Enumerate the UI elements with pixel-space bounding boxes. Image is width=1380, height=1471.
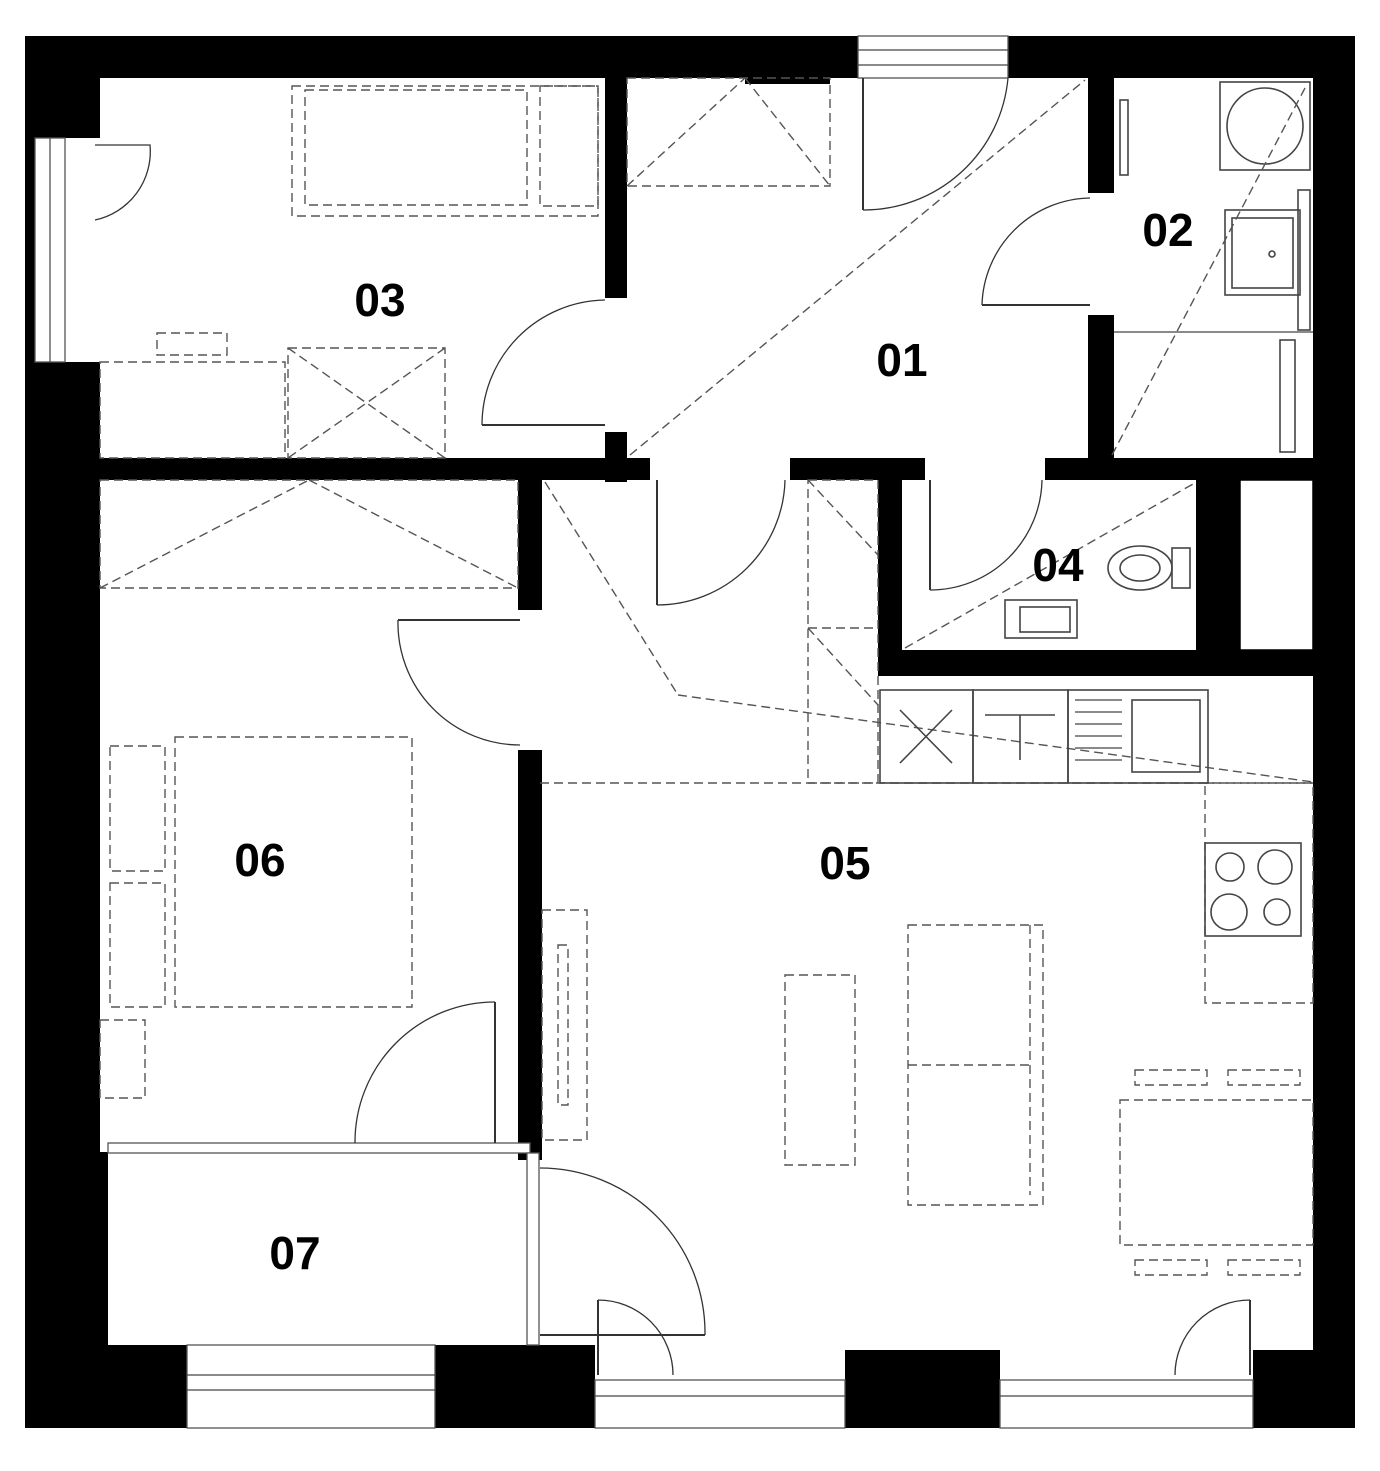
washing-machine-icon	[1219, 81, 1311, 171]
counter-icon	[1204, 782, 1314, 1004]
door-entrance	[862, 77, 1009, 211]
room-label-02: 02	[1142, 204, 1193, 256]
dining-table-icon	[1119, 1099, 1314, 1246]
balcony-side-rail	[526, 1152, 540, 1346]
door-terrace-left	[597, 1299, 674, 1376]
shaft	[1239, 479, 1314, 651]
fixtures	[879, 81, 1313, 937]
room-label-06: 06	[234, 834, 285, 886]
door-wc	[929, 479, 1043, 591]
sink-icon	[1224, 209, 1301, 296]
desk-icon	[99, 361, 286, 459]
tv-unit-icon	[541, 909, 588, 1141]
furniture	[99, 77, 1314, 1276]
door-room-06	[397, 619, 521, 746]
coffee-table-icon	[784, 974, 856, 1166]
room-label-03: 03	[354, 274, 405, 326]
bed-icon	[174, 736, 413, 1008]
toilet-icon	[1107, 545, 1173, 591]
door-room-03	[481, 299, 606, 426]
doors	[94, 77, 1251, 1376]
room-labels: 03 01 02 04 05 06 07	[234, 204, 1193, 1279]
door-terrace-right	[1174, 1299, 1251, 1376]
shower-icon	[1279, 339, 1296, 453]
window-balcony	[186, 1344, 436, 1429]
bed-icon	[291, 85, 599, 217]
room-label-05: 05	[819, 837, 870, 889]
room-label-04: 04	[1032, 539, 1084, 591]
nightstand-icon	[539, 85, 599, 207]
door-window-03	[94, 144, 151, 221]
window-living-right	[999, 1379, 1254, 1429]
storage-icon	[807, 479, 879, 784]
room-label-07: 07	[269, 1227, 320, 1279]
handbasin-icon	[1004, 599, 1078, 639]
wardrobe-icon	[99, 479, 519, 589]
door-living	[656, 479, 786, 606]
windows	[34, 35, 1254, 1429]
wardrobe-icon	[287, 347, 446, 459]
sink-icon	[1067, 689, 1209, 784]
cooktop-icon	[1204, 842, 1302, 937]
balcony-rail	[107, 1142, 531, 1154]
walls	[25, 36, 1355, 1428]
window-living-left	[594, 1379, 846, 1429]
window-top	[857, 35, 1009, 79]
door-bathroom	[981, 197, 1091, 306]
closet-icon	[626, 77, 831, 187]
room-label-01: 01	[876, 334, 927, 386]
door-balcony	[354, 1001, 496, 1144]
door-balcony-05	[539, 1167, 706, 1336]
